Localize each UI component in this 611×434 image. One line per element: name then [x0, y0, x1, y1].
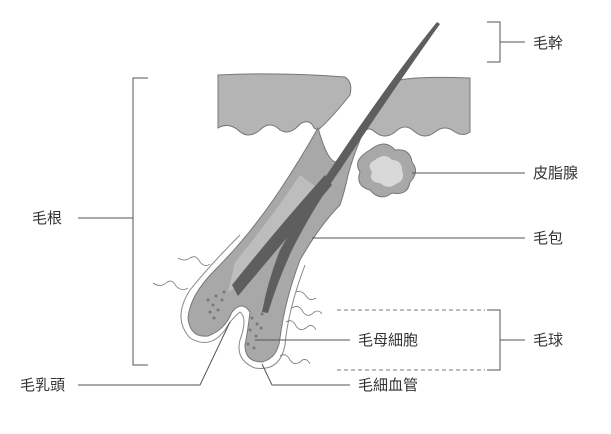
- label-dermal-papilla: 毛乳頭: [20, 376, 66, 394]
- leader-lines: [78, 21, 525, 386]
- bracket-hair-root: [78, 77, 148, 366]
- hair-root-strand: [232, 175, 332, 296]
- sebaceous-gland-inner: [369, 156, 404, 187]
- label-hair-follicle: 毛包: [533, 229, 564, 247]
- label-sebaceous-gland: 皮脂腺: [533, 164, 579, 182]
- bulb-dashed-lines: [337, 309, 485, 371]
- label-hair-root: 毛根: [32, 209, 63, 227]
- line-papilla: [78, 321, 231, 386]
- skin-left: [217, 73, 352, 136]
- nerve-lines: [152, 256, 323, 365]
- follicle-outer-line: [180, 234, 306, 370]
- label-capillaries: 毛細血管: [358, 376, 419, 394]
- line-capillaries: [261, 363, 350, 386]
- bracket-hair-bulb: [487, 309, 525, 371]
- bracket-hair-shaft: [487, 21, 525, 63]
- matrix-cells-dots: [206, 290, 264, 350]
- label-hair-bulb: 毛球: [533, 331, 564, 349]
- label-hair-shaft: 毛幹: [533, 34, 564, 52]
- label-hair-matrix-cells: 毛母細胞: [358, 331, 419, 349]
